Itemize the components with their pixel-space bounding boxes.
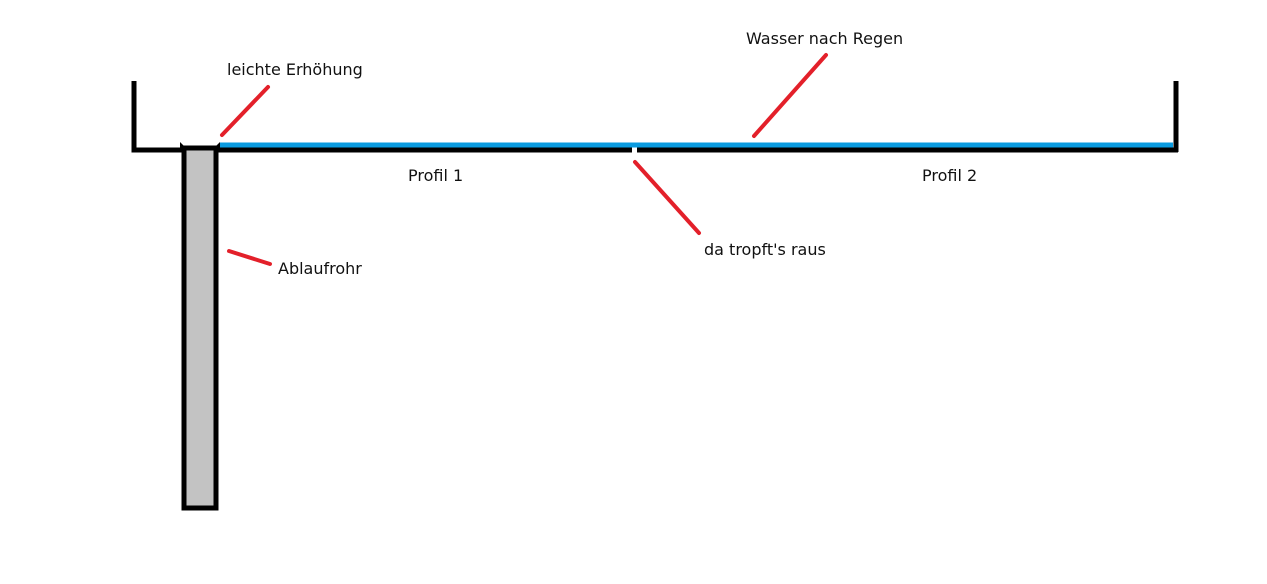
pointer-leak: [633, 160, 701, 235]
label-profile-1: Profil 1: [408, 166, 463, 185]
pointer-water: [752, 53, 828, 138]
label-drain-pipe: Ablaufrohr: [278, 259, 362, 278]
label-water-after-rain: Wasser nach Regen: [746, 29, 903, 48]
pipe-left-lip: [180, 142, 186, 148]
label-raised-edge: leichte Erhöhung: [227, 60, 363, 79]
label-leak: da tropft's raus: [704, 240, 826, 259]
drain-pipe: [181, 145, 219, 511]
pipe-right-lip: [214, 142, 220, 148]
left-wall: [131, 81, 182, 153]
pointer-raised-edge: [220, 85, 270, 137]
label-profile-2: Profil 2: [922, 166, 977, 185]
pointer-drain-pipe: [227, 249, 272, 266]
